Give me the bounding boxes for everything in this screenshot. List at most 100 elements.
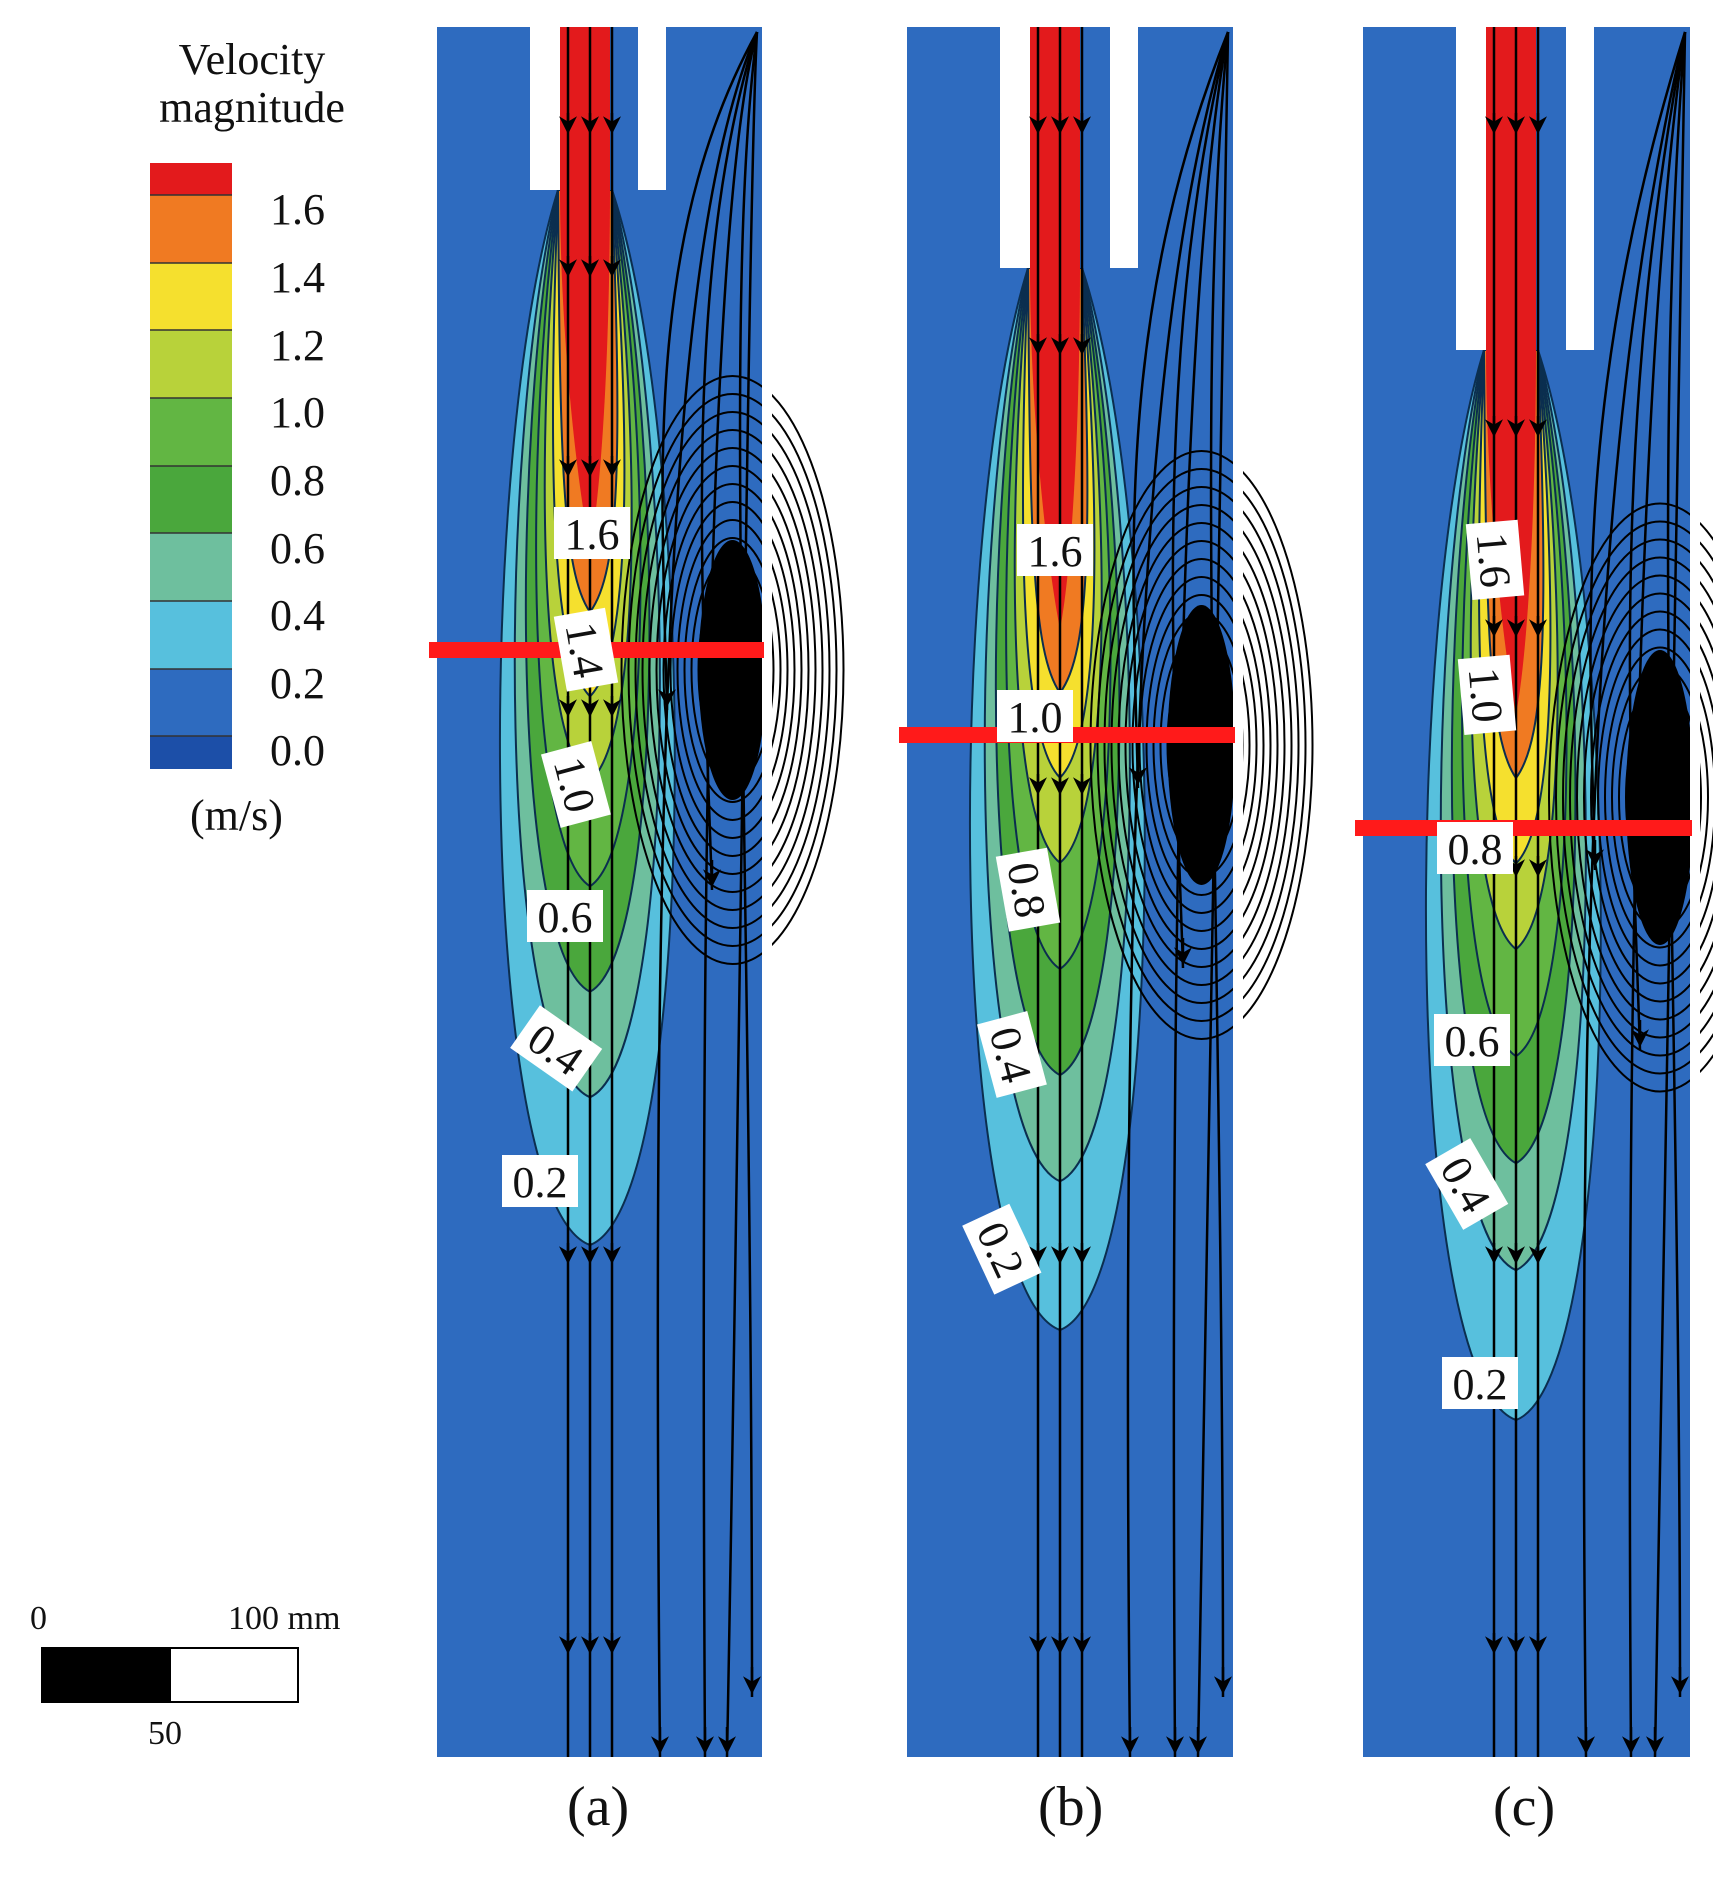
vortex-ring [1583, 592, 1713, 1003]
contour-label: 0.6 [1434, 1014, 1510, 1066]
vortex-ring [634, 411, 831, 929]
contour-label-bg [962, 1203, 1042, 1295]
vortex-ring [1569, 556, 1713, 1039]
colorbar-tick-label: 1.6 [270, 185, 325, 234]
panel-edge [1233, 27, 1243, 1757]
colorbar-segment [150, 263, 232, 330]
colorbar-tick-label: 0.0 [270, 726, 325, 775]
panel-label-c: (c) [1493, 1776, 1556, 1838]
vortex-ring [683, 537, 782, 803]
contour-label-bg [1442, 1357, 1518, 1409]
panel-c: 1.61.00.80.60.40.2 [1355, 27, 1713, 1758]
contour-label-bg [1437, 822, 1513, 874]
contour-label-bg [1425, 1138, 1509, 1230]
colorbar-tick-label: 0.6 [270, 524, 325, 573]
vortex-core [698, 540, 767, 800]
contour-label-text: 1.4 [556, 619, 614, 682]
nozzle-wall-right [1110, 27, 1138, 268]
contour-label-bg [1434, 1014, 1510, 1066]
contour-label-text: 0.6 [1445, 1017, 1500, 1066]
panel-b: 1.61.00.80.40.2 [899, 27, 1314, 1758]
contour-label-bg [554, 507, 630, 559]
contour-label: 0.8 [995, 847, 1061, 932]
contour-label-text: 1.0 [1459, 665, 1513, 724]
annular-gap [1080, 27, 1110, 268]
contour-label-text: 0.2 [1453, 1360, 1508, 1409]
nozzle-wall-left [1000, 27, 1030, 268]
streamline [1628, 31, 1687, 1051]
vortex-ring [669, 501, 796, 839]
annular-gap [610, 27, 638, 190]
vortex-ring [1089, 450, 1314, 1040]
vortex-ring [1555, 520, 1713, 1075]
vortex-ring [627, 393, 838, 947]
vortex-ring [1548, 502, 1713, 1093]
contour-label: 1.4 [553, 607, 619, 692]
panel-edge [1690, 27, 1700, 1757]
colorbar: 1.61.41.21.00.80.60.40.20.0 [150, 163, 325, 775]
vortex-ring [620, 375, 845, 965]
vortex-ring [1138, 576, 1265, 914]
contour-label-bg [527, 890, 603, 942]
colorbar-tick-label: 1.2 [270, 321, 325, 370]
contour-label-text: 0.8 [1448, 825, 1503, 874]
colorbar-segment [150, 533, 232, 601]
vortex-ring [1604, 646, 1713, 949]
contour-label: 0.2 [502, 1155, 578, 1207]
contour-label-bg [553, 607, 619, 692]
vortex-ring [1131, 558, 1272, 932]
vortex-ring [1103, 486, 1300, 1004]
panel-label-b: (b) [1038, 1776, 1104, 1838]
legend-title: Velocity magnitude [132, 36, 372, 132]
contour-label-bg [540, 741, 611, 828]
contour-label: 0.2 [1442, 1357, 1518, 1409]
scale-bar-black [41, 1647, 171, 1703]
contour-label: 0.8 [1437, 822, 1513, 874]
contour-label: 1.6 [1017, 524, 1093, 576]
colorbar-segment [150, 601, 232, 669]
scale-bar-white [169, 1647, 299, 1703]
vortex-ring [676, 519, 789, 821]
panel-edge [762, 27, 772, 1757]
vortex-core [1626, 650, 1694, 945]
contour-label-text: 1.0 [1008, 693, 1063, 742]
colorbar-tick-label: 1.0 [270, 388, 325, 437]
vortex-ring [648, 447, 817, 893]
vortex-core [1167, 605, 1236, 885]
streamline [1126, 31, 1230, 1758]
vortex-ring [1590, 610, 1713, 985]
vortex-ring [1096, 468, 1307, 1022]
colorbar-segment [150, 736, 232, 769]
nozzle-wall-left [530, 27, 560, 190]
contour-label-bg [976, 1011, 1047, 1098]
streamline [656, 31, 759, 1758]
colorbar-segment [150, 398, 232, 466]
contour-label: 1.0 [1457, 654, 1517, 735]
colorbar-tick-label: 1.4 [270, 253, 325, 302]
contour-label-text: 0.8 [998, 859, 1056, 922]
contour-label: 1.6 [1465, 519, 1525, 600]
vortex-ring [1562, 538, 1713, 1057]
vortex-ring [1576, 574, 1713, 1021]
contour-label-text: 0.6 [538, 893, 593, 942]
contour-label-bg [502, 1155, 578, 1207]
nozzle-wall-right [638, 27, 666, 190]
scale-bar [41, 1647, 299, 1703]
scale-bar-label-mid: 50 [148, 1715, 182, 1752]
vortex-ring [1117, 522, 1286, 968]
panel-a: 1.61.41.00.60.40.2 [429, 27, 845, 1758]
colorbar-segment [150, 163, 232, 195]
contour-label-text: 1.6 [1467, 530, 1521, 589]
colorbar-segment [150, 195, 232, 263]
vortex-ring [662, 483, 803, 857]
contour-label-text: 0.2 [513, 1158, 568, 1207]
streamline [1582, 31, 1687, 1758]
contour-label-bg [995, 847, 1061, 932]
vortex-ring [1124, 540, 1279, 950]
colorbar-tick-label: 0.2 [270, 659, 325, 708]
vortex-ring [655, 465, 810, 875]
contour-label: 1.6 [554, 507, 630, 559]
streamline [661, 31, 759, 711]
